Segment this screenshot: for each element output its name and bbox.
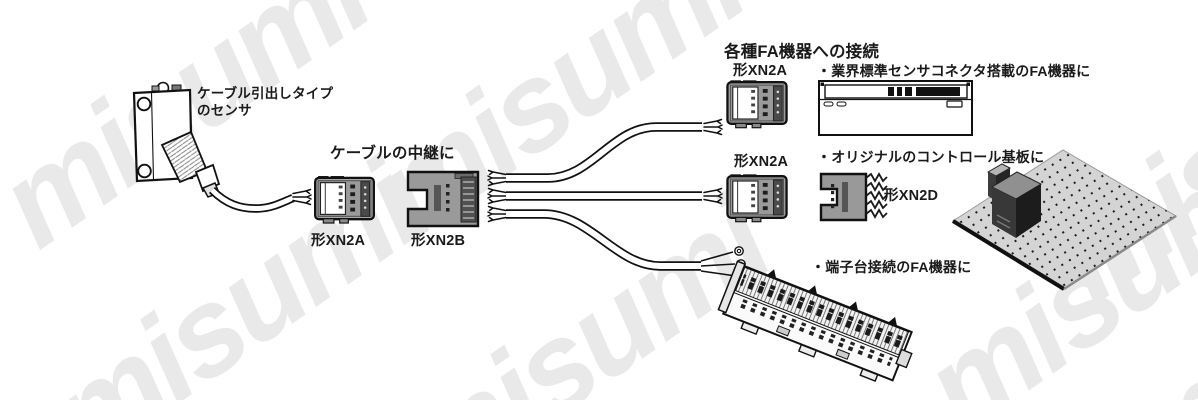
wire-fray-icon xyxy=(703,187,723,205)
fa-board-description: ・オリジナルのコントロール基板に xyxy=(817,149,1045,165)
xn2b-connector-icon xyxy=(406,170,480,228)
relay-xn2b-label: 形XN2B xyxy=(411,233,466,249)
board-connector-icon xyxy=(986,163,1043,238)
fa-rack-icon xyxy=(818,80,973,136)
wire-fray-icon xyxy=(487,169,507,187)
sensor-label-line1: ケーブル引出しタイプ xyxy=(197,86,334,101)
wire-fray-icon xyxy=(487,205,507,223)
xn2d-label: 形XN2D xyxy=(884,188,939,204)
xn2a-connector-icon xyxy=(726,79,788,129)
wire-fray-icon xyxy=(703,118,723,136)
xn2a-connector-icon xyxy=(313,175,376,224)
sensor-label: ケーブル引出しタイプ のセンサ xyxy=(197,86,333,119)
sensor-cable xyxy=(208,186,295,213)
pcb-board-icon xyxy=(951,149,1177,291)
relay-xn2a-label: 形XN2A xyxy=(311,233,366,249)
wire-fray-icon xyxy=(292,188,312,206)
xn2d-connector-icon xyxy=(819,172,888,222)
terminal-block-icon xyxy=(717,260,913,382)
wire-fray-icon xyxy=(487,187,507,205)
fa-terminal-description: ・端子台接続のFA機器に xyxy=(811,259,972,275)
fa-section-heading: 各種FA機器への接続 xyxy=(724,43,880,61)
photoelectric-sensor-icon xyxy=(132,81,221,198)
fa-standard-xn2a-label: 形XN2A xyxy=(733,63,788,79)
branch-cables xyxy=(506,122,702,271)
fa-board-xn2a-label: 形XN2A xyxy=(734,154,789,170)
relay-section-title: ケーブルの中継に xyxy=(330,145,455,162)
sensor-label-line2: のセンサ xyxy=(197,102,252,118)
fa-standard-description: ・業界標準センサコネクタ搭載のFA機器に xyxy=(817,63,1091,79)
xn2a-connector-icon xyxy=(726,173,788,223)
